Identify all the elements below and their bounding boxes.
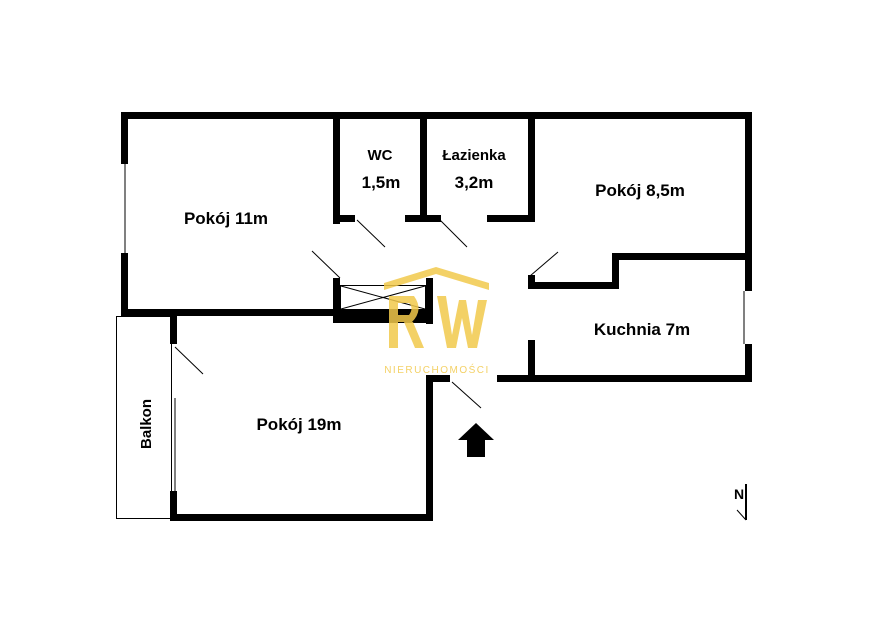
door-swing-pokoj11 — [311, 250, 341, 279]
door-swings — [174, 219, 559, 409]
wall-pokoj19-bottom — [170, 514, 433, 521]
wall-lazienka-bottom-left — [405, 215, 441, 222]
room-label-kuchnia: Kuchnia 7m — [594, 320, 690, 339]
wall-kuchnia-left-lower — [528, 340, 535, 382]
room-label-wc: WC — [368, 147, 393, 164]
watermark-logo: NIERUCHOMOŚCI — [384, 267, 490, 376]
wall-top — [121, 112, 752, 119]
wall-pokoj19-top-stub — [170, 316, 177, 344]
wall-pokoj8-bottom — [612, 253, 752, 260]
wall-pokoj19-right — [426, 375, 433, 521]
room-label-pokoj-8-5: Pokój 8,5m — [595, 181, 685, 200]
wall-wc-bottom — [333, 215, 355, 222]
wall-kuchnia-bottom — [497, 375, 752, 382]
wall-closet-left — [333, 278, 340, 316]
wall-left-lower — [121, 253, 128, 315]
door-swing-pokoj19 — [174, 346, 204, 375]
wall-right-lower-top — [745, 253, 752, 291]
wall-closet-right — [426, 278, 433, 324]
door-swing-lazienka — [439, 219, 468, 248]
room-label-balkon: Balkon — [138, 399, 155, 449]
room-area-lazienka: 3,2m — [455, 173, 494, 192]
closet-outline — [340, 285, 426, 310]
room-label-lazienka: Łazienka — [442, 147, 506, 164]
wall-pokoj19-left — [170, 491, 177, 521]
walls — [121, 112, 752, 521]
wall-right-upper — [745, 112, 752, 260]
room-label-pokoj-19: Pokój 19m — [256, 415, 341, 434]
room-label-pokoj-11: Pokój 11m — [184, 209, 268, 228]
north-arrow-tick — [736, 509, 747, 521]
watermark-letter-w — [437, 296, 487, 348]
watermark-text: NIERUCHOMOŚCI — [384, 363, 490, 376]
closet-cross-2 — [340, 285, 426, 310]
wall-kuchnia-top — [528, 282, 619, 289]
wall-wc-left — [333, 112, 340, 224]
room-labels: Pokój 11m WC 1,5m Łazienka 3,2m Pokój 8,… — [138, 147, 690, 449]
door-swing-pokoj8 — [529, 251, 559, 277]
entrance-arrow-icon — [458, 423, 494, 457]
door-swing-entrance — [451, 381, 482, 409]
wall-kuchnia-notch — [612, 253, 619, 289]
watermark-letter-r — [389, 296, 398, 348]
wall-left-upper — [121, 112, 128, 164]
north-label: N — [734, 486, 744, 502]
balcony-outline — [116, 316, 172, 519]
north-marker: N — [734, 484, 747, 521]
room-area-wc: 1,5m — [362, 173, 401, 192]
watermark-letter-r-bowl — [398, 296, 419, 322]
wall-wc-lazienka — [420, 112, 427, 220]
wall-entrance-stub — [426, 375, 450, 382]
wall-lazienka-right — [528, 112, 535, 222]
wall-pokoj11-bottom — [121, 309, 433, 316]
wall-closet-bottom — [333, 316, 433, 323]
wall-lazienka-bottom-right — [487, 215, 535, 222]
wall-kuchnia-left-top — [528, 275, 535, 289]
door-swing-wc — [356, 219, 386, 248]
watermark-house-icon — [384, 267, 489, 290]
wall-right-lower-bottom — [745, 344, 752, 382]
watermark-letter-r-leg — [404, 322, 424, 348]
